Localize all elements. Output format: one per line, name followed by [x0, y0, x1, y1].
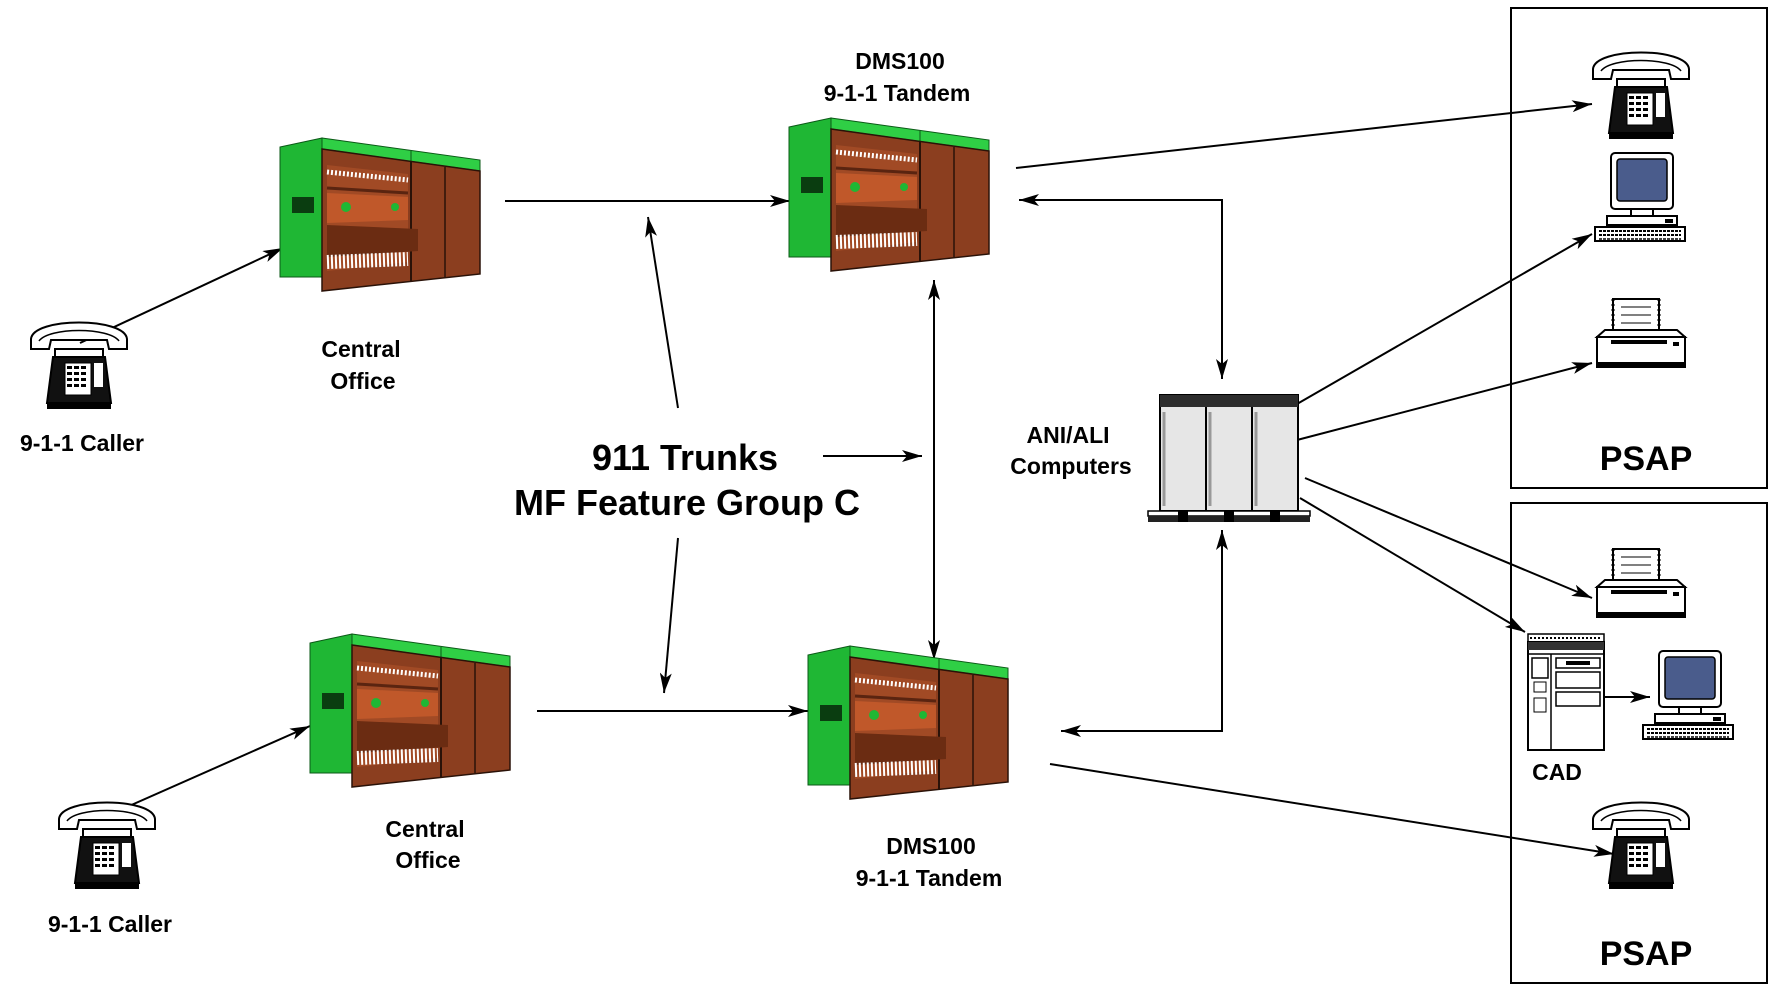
caller-bottom-label: 9-1-1 Caller — [48, 911, 172, 937]
psap-top-label: PSAP — [1600, 440, 1693, 478]
tandem-top-to-ani-line — [1019, 194, 1228, 379]
co-bottom-label-line2: Office — [395, 847, 460, 873]
switch-cabinet-icon — [789, 118, 989, 271]
trunks-label-line1: 911 Trunks — [592, 437, 778, 478]
cad-label: CAD — [1532, 759, 1582, 785]
switch-cabinet-icon — [280, 138, 480, 291]
ani-to-printer-top-line — [1296, 362, 1593, 441]
trunks-pointer-down — [659, 537, 679, 694]
tandem-bottom-label-line1: DMS100 — [886, 833, 975, 859]
tandem-bottom-label-line2: 9-1-1 Tandem — [856, 865, 1003, 891]
telephone-icon — [1592, 51, 1690, 140]
switch-cabinet-icon — [808, 646, 1008, 799]
trunks-pointer-up — [645, 216, 679, 409]
tandem-top-to-psap-phone-line — [1015, 100, 1593, 169]
connections — [79, 100, 1650, 857]
co-top-label-line2: Office — [330, 368, 395, 394]
ani-to-printer-bottom-line — [1304, 477, 1593, 599]
ani-ali-label-line1: ANI/ALI — [1026, 422, 1109, 448]
caller-top-label: 9-1-1 Caller — [20, 430, 144, 456]
co-top-label-line1: Central — [321, 336, 400, 362]
telephone-icon — [1592, 801, 1690, 890]
ani-ali-label-line2: Computers — [1010, 453, 1131, 479]
tandem-top-label-line1: DMS100 — [855, 48, 944, 74]
psap-bottom-label: PSAP — [1600, 935, 1693, 973]
telephone-icon — [30, 321, 128, 410]
server-rack-icon — [1146, 393, 1312, 524]
caller-bottom-to-co-line — [101, 725, 311, 819]
cad-server-icon — [1527, 633, 1605, 751]
printer-icon — [1595, 297, 1687, 369]
tandem-top-label-line2: 9-1-1 Tandem — [824, 80, 971, 106]
telephone-icon — [58, 801, 156, 890]
switch-cabinet-icon — [310, 634, 510, 787]
psap-bottom-box — [1510, 502, 1768, 984]
tandem-bottom-to-ani-line — [1061, 530, 1228, 737]
psap-top-box — [1510, 7, 1768, 489]
tandem-bottom-to-psap-phone-line — [1049, 763, 1615, 857]
co-bottom-label-line1: Central — [385, 816, 464, 842]
computer-workstation-icon — [1594, 152, 1686, 242]
printer-icon — [1595, 547, 1687, 619]
ani-to-cad-line — [1299, 497, 1526, 633]
ani-to-computer-line — [1296, 233, 1593, 405]
computer-workstation-icon — [1642, 650, 1734, 740]
trunks-label-line2: MF Feature Group C — [514, 482, 860, 523]
